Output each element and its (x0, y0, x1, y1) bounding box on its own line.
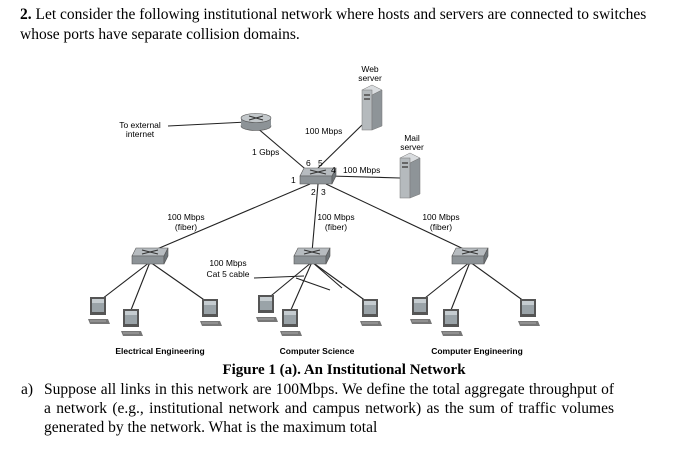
cs-host-icon (255, 294, 279, 323)
port-label: 6 (306, 158, 311, 168)
network-links (97, 121, 529, 313)
ce-link-label: (fiber) (430, 222, 452, 232)
cs-host-icon (359, 298, 383, 327)
part-a-paragraph: a) Suppose all links in this network are… (21, 380, 614, 437)
external-internet-label: internet (126, 129, 155, 139)
dept-label-computer-engineering: Computer Engineering (431, 346, 523, 356)
dept-label-computer-science: Computer Science (280, 346, 355, 356)
question-text: 2. Let consider the following institutio… (20, 5, 660, 45)
ce-switch-icon (451, 247, 489, 265)
external-internet-label: To external (119, 120, 161, 130)
ee-host-icon (120, 308, 144, 337)
ce-link-label: 100 Mbps (422, 212, 459, 222)
cs-link-label: (fiber) (325, 222, 347, 232)
cat5-cable-label: 100 Mbps (209, 258, 246, 268)
ee-host-icon (199, 298, 223, 327)
cs-link-label: 100 Mbps (317, 212, 354, 222)
ee-switch-icon (131, 247, 169, 265)
mail-server-label: server (400, 142, 424, 152)
ce-host-icon (409, 296, 433, 325)
web-server-label: Web (361, 64, 379, 74)
port-label: 2 (311, 187, 316, 197)
ce-host-icon (440, 308, 464, 337)
port-label: 5 (318, 158, 323, 168)
port-label: 3 (321, 187, 326, 197)
web-server-label: server (358, 73, 382, 83)
cs-switch-icon (293, 247, 331, 265)
port-label: 1 (291, 175, 296, 185)
router-icon (240, 113, 272, 131)
mail-server-label: Mail (404, 133, 420, 143)
ee-link-label: (fiber) (175, 222, 197, 232)
dept-label-electrical-engineering: Electrical Engineering (115, 346, 204, 356)
mail-server-link-label: 100 Mbps (343, 165, 380, 175)
ee-link-label: 100 Mbps (167, 212, 204, 222)
web-server-icon (361, 84, 383, 131)
part-a-text: Suppose all links in this network are 10… (44, 381, 614, 436)
cs-host-icon (279, 308, 303, 337)
ce-host-icon (517, 298, 541, 327)
web-server-link-label: 100 Mbps (305, 126, 342, 136)
figure-caption: Figure 1 (a). An Institutional Network (222, 362, 466, 378)
part-a-marker: a) (21, 381, 34, 398)
cat5-cable-label: Cat 5 cable (207, 269, 250, 279)
question-number: 2. (20, 6, 32, 23)
port-label: 4 (331, 165, 336, 175)
ee-host-icon (87, 296, 111, 325)
question-body: Let consider the following institutional… (20, 6, 647, 43)
router-switch-link-label: 1 Gbps (252, 147, 279, 157)
mail-server-icon (399, 152, 421, 199)
